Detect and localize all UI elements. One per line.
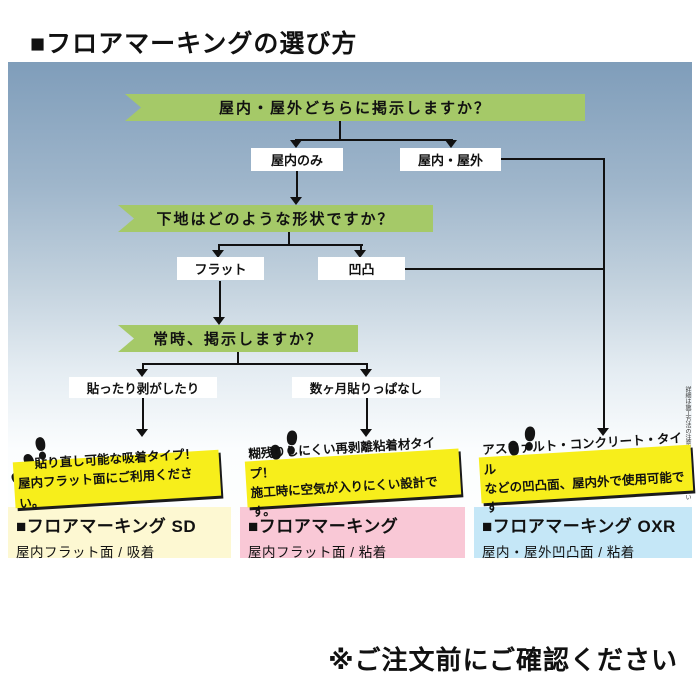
product-name: ■フロアマーキング SD [16, 517, 197, 536]
question-banner-1: 屋内・屋外どちらに掲示しますか？ [125, 94, 585, 121]
connector-line [405, 268, 605, 270]
connector-line [366, 398, 368, 431]
connector-line [142, 398, 144, 431]
question-1-label: 屋内・屋外どちらに掲示しますか？ [218, 100, 491, 117]
product-panel-standard: ■フロアマーキング 屋内フラット面 / 粘着 [240, 507, 465, 560]
question-3-label: 常時、掲示しますか？ [152, 331, 323, 348]
arrow-down-icon [213, 317, 225, 325]
option-months-left: 数ヶ月貼りっぱなし [292, 377, 440, 398]
product-name: ■フロアマーキング OXR [482, 517, 676, 536]
arrow-down-icon [290, 197, 302, 205]
page-title: ■フロアマーキングの選び方 [30, 30, 358, 58]
product-callout-standard: 糊残りしにくい再剥離粘着材タイプ！ 施工時に空気が入りにくい設計です。 [244, 436, 462, 520]
arrow-down-icon [360, 429, 372, 437]
arrow-down-icon [445, 140, 457, 148]
arrow-down-icon [597, 428, 609, 436]
footer-note: ※ご注文前にご確認ください [328, 645, 678, 675]
option-stick-and-peel: 貼ったり剥がしたり [69, 377, 217, 398]
arrow-down-icon [136, 369, 148, 377]
product-panel-sd: ■フロアマーキング SD 屋内フラット面 / 吸着 [8, 507, 231, 560]
connector-line [219, 281, 221, 319]
connector-line [500, 158, 605, 160]
connector-line [339, 121, 341, 141]
arrow-down-icon [354, 250, 366, 258]
arrow-down-icon [136, 429, 148, 437]
arrow-down-icon [360, 369, 372, 377]
option-flat: フラット [177, 257, 264, 280]
product-spec: 屋内フラット面 / 吸着 [16, 545, 155, 560]
product-spec: 屋内・屋外凹凸面 / 粘着 [482, 545, 635, 560]
connector-line [218, 244, 363, 246]
connector-line [142, 363, 368, 365]
product-panel-oxr: ■フロアマーキング OXR 屋内・屋外凹凸面 / 粘着 [474, 507, 692, 560]
question-banner-2: 下地はどのような形状ですか？ [118, 205, 433, 232]
product-spec: 屋内フラット面 / 粘着 [248, 545, 387, 560]
product-callout-sd: 貼り直し可能な吸着タイプ！ 屋内フラット面にご利用ください。 [12, 447, 222, 511]
connector-line [366, 363, 368, 371]
option-indoor-outdoor: 屋内・屋外 [400, 148, 501, 171]
connector-line [296, 139, 453, 141]
product-callout-oxr: アスファルト・コンクリート・タイル などの凹凸面、屋内外で使用可能です [478, 431, 694, 516]
connector-line [237, 352, 239, 365]
side-note: 詳細は施工方法の注意点をご参照ください [684, 386, 690, 500]
question-banner-3: 常時、掲示しますか？ [118, 325, 358, 352]
option-indoor-only: 屋内のみ [251, 148, 343, 171]
connector-line [296, 171, 298, 198]
arrow-down-icon [212, 250, 224, 258]
arrow-down-icon [290, 140, 302, 148]
product-name: ■フロアマーキング [248, 517, 399, 536]
question-2-label: 下地はどのような形状ですか？ [156, 211, 395, 228]
connector-line [360, 244, 362, 252]
connector-line [142, 363, 144, 371]
connector-line [288, 232, 290, 246]
option-uneven: 凹凸 [318, 257, 405, 280]
connector-line [603, 158, 605, 430]
connector-line [218, 244, 220, 252]
